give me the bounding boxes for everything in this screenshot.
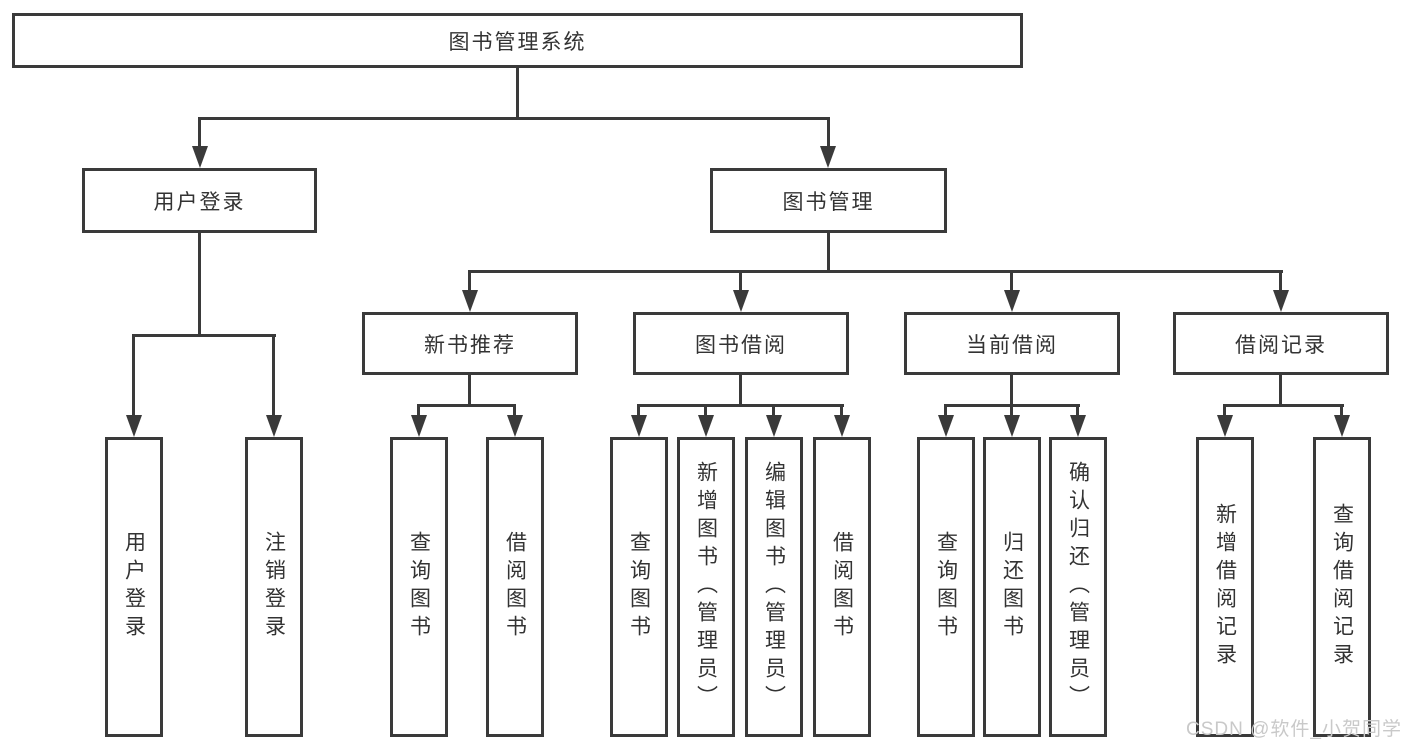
arrowhead-borrow-2-icon [766,415,782,437]
arrowhead-records-1-icon [1334,415,1350,437]
node-label: 图书管理系统 [448,30,587,54]
arrowhead-borrow-0-icon [631,415,647,437]
arrowhead-book-manage-icon [820,146,836,168]
arrowhead-login-0-icon [126,415,142,437]
node-current-borrow: 当前借阅 [904,312,1120,375]
connector-drop-borrow-3 [840,404,843,420]
connector-drop-current-0 [944,404,947,420]
leaf-label: 查询图书 [934,531,958,643]
arrowhead-recommend-1-icon [507,415,523,437]
node-label: 图书管理 [782,190,875,214]
leaf-label: 查询借阅记录 [1330,503,1354,671]
leaf-recommend-borrow-book: 借阅图书 [486,437,544,737]
connector-drop-current-1 [1010,404,1013,420]
connector-drop-records [1279,270,1282,294]
connector-records-rail [1223,404,1344,407]
connector-borrow-stem [739,375,742,406]
connector-drop-current [1010,270,1013,294]
connector-drop-login-0 [132,334,135,419]
node-label: 用户登录 [153,190,246,214]
node-borrow-records: 借阅记录 [1173,312,1389,375]
node-label: 图书借阅 [695,333,787,357]
arrowhead-recommend-icon [462,290,478,312]
arrowhead-login-1-icon [266,415,282,437]
leaf-logout: 注销登录 [245,437,303,737]
node-library-management-system: 图书管理系统 [12,13,1023,68]
leaf-add-borrow-record: 新增借阅记录 [1196,437,1254,737]
connector-records-stem [1279,375,1282,406]
leaf-edit-book-admin: 编辑图书（管理员） [745,437,803,737]
leaf-return-book: 归还图书 [983,437,1041,737]
arrowhead-current-1-icon [1004,415,1020,437]
node-user-login: 用户登录 [82,168,317,233]
leaf-label: 编辑图书（管理员） [762,461,786,713]
node-label: 借阅记录 [1235,333,1327,357]
connector-drop-book-manage [827,117,830,150]
connector-manage-stem [827,233,830,272]
connector-drop-recommend-1 [513,404,516,420]
arrowhead-borrow-1-icon [698,415,714,437]
leaf-add-book-admin: 新增图书（管理员） [677,437,735,737]
connector-login-stem [198,233,201,335]
leaf-borrow-book: 借阅图书 [813,437,871,737]
leaf-query-borrow-record: 查询借阅记录 [1313,437,1371,737]
arrowhead-records-icon [1273,290,1289,312]
arrowhead-records-0-icon [1217,415,1233,437]
connector-drop-borrow [739,270,742,294]
node-book-borrow: 图书借阅 [633,312,849,375]
leaf-label: 归还图书 [1000,531,1024,643]
connector-current-stem [1010,375,1013,406]
connector-root-stem [516,68,519,118]
node-label: 新书推荐 [424,333,516,357]
arrowhead-current-icon [1004,290,1020,312]
connector-recommend-stem [468,375,471,406]
csdn-watermark: CSDN @软件_小贺同学 [1186,719,1402,740]
connector-drop-recommend [468,270,471,294]
connector-drop-records-1 [1340,404,1343,420]
connector-drop-borrow-2 [772,404,775,420]
connector-level2-rail [198,117,830,120]
connector-login-rail [132,334,276,337]
node-book-manage: 图书管理 [710,168,947,233]
arrowhead-recommend-0-icon [411,415,427,437]
leaf-label: 新增借阅记录 [1213,503,1237,671]
connector-drop-recommend-0 [417,404,420,420]
leaf-label: 用户登录 [122,531,146,643]
leaf-label: 借阅图书 [830,531,854,643]
arrowhead-user-login-icon [192,146,208,168]
arrowhead-current-0-icon [938,415,954,437]
leaf-label: 借阅图书 [503,531,527,643]
leaf-label: 查询图书 [627,531,651,643]
connector-drop-records-0 [1223,404,1226,420]
connector-drop-user-login [198,117,201,150]
leaf-label: 注销登录 [262,531,286,643]
node-new-book-recommend: 新书推荐 [362,312,578,375]
connector-drop-borrow-0 [637,404,640,420]
leaf-label: 确认归还（管理员） [1066,461,1090,713]
leaf-label: 查询图书 [407,531,431,643]
arrowhead-borrow-3-icon [834,415,850,437]
leaf-recommend-query-book: 查询图书 [390,437,448,737]
node-label: 当前借阅 [966,333,1058,357]
connector-borrow-rail [637,404,844,407]
connector-drop-login-1 [272,334,275,419]
leaf-label: 新增图书（管理员） [694,461,718,713]
connector-recommend-rail [417,404,516,407]
leaf-current-query-book: 查询图书 [917,437,975,737]
leaf-user-login: 用户登录 [105,437,163,737]
arrowhead-current-2-icon [1070,415,1086,437]
connector-level3-rail [469,270,1283,273]
arrowhead-borrow-icon [733,290,749,312]
connector-drop-borrow-1 [704,404,707,420]
leaf-confirm-return-admin: 确认归还（管理员） [1049,437,1107,737]
leaf-borrow-query-book: 查询图书 [610,437,668,737]
connector-drop-current-2 [1076,404,1079,420]
